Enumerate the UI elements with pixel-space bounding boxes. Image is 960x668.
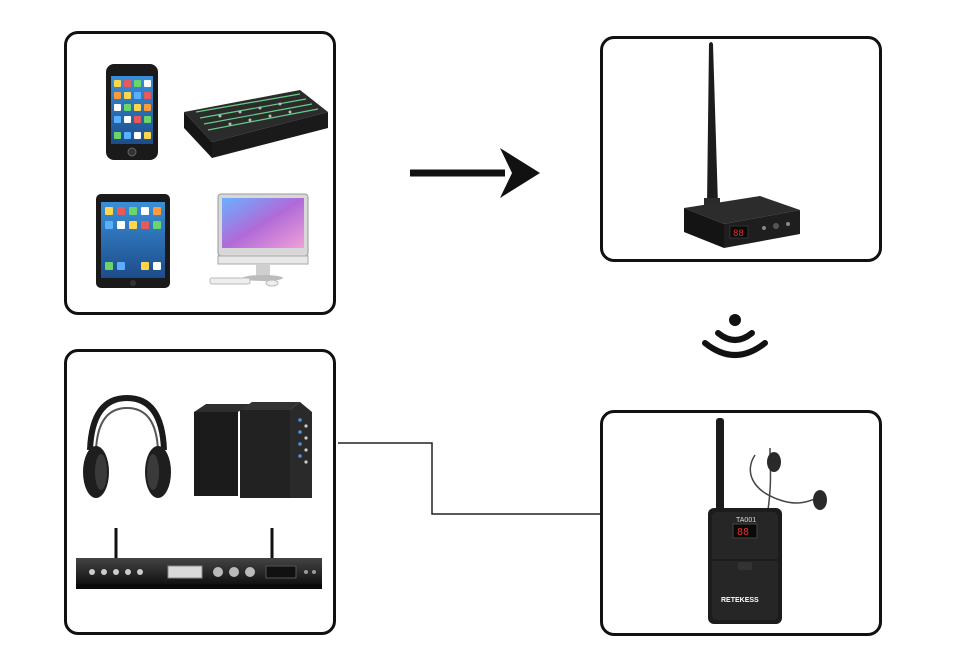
wireless-signal-icon bbox=[702, 314, 768, 358]
wireless-transmitter-icon: 88 bbox=[684, 42, 800, 248]
rack-amplifier-icon bbox=[76, 528, 322, 589]
headphones-icon bbox=[83, 394, 171, 498]
receiver-display: 88 bbox=[737, 527, 749, 538]
receiver-brand: RETEKESS bbox=[721, 597, 759, 604]
transmitter-display: 88 bbox=[733, 229, 744, 239]
smartphone-icon bbox=[106, 64, 158, 160]
desktop-monitor-icon bbox=[209, 193, 309, 287]
tablet-icon bbox=[96, 194, 170, 288]
audio-mixer-icon bbox=[184, 90, 328, 158]
speakers-icon bbox=[194, 402, 312, 498]
connector-line bbox=[338, 442, 600, 515]
receiver-model: TA001 bbox=[736, 517, 756, 524]
bodypack-receiver-icon: TA001 88 RETEKESS bbox=[708, 418, 827, 624]
arrow-right-icon bbox=[410, 148, 540, 198]
